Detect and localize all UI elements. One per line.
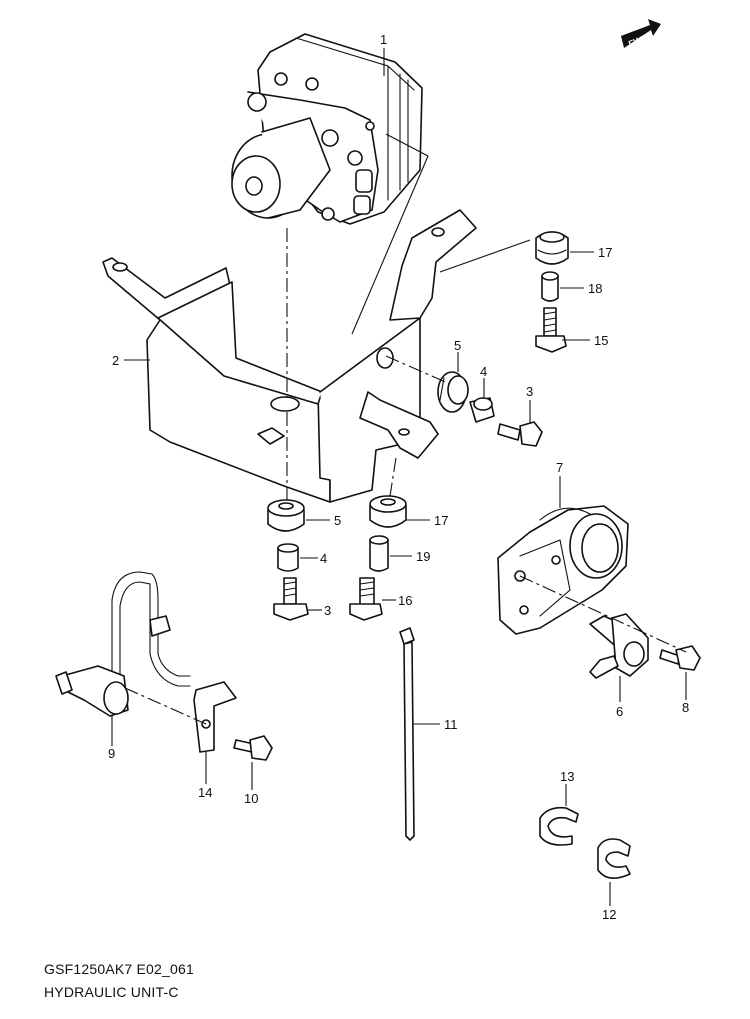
part-15-bolt xyxy=(535,307,567,353)
callout-5-right: 5 xyxy=(454,338,461,353)
callout-17-lower: 17 xyxy=(434,513,448,528)
callout-8: 8 xyxy=(682,700,689,715)
callout-4-right: 4 xyxy=(480,364,487,379)
part-17-grommet-lower xyxy=(369,495,407,528)
assembly-line-bracket-to-17 xyxy=(439,239,531,273)
callout-14: 14 xyxy=(198,785,212,800)
part-7-sensor-housing xyxy=(497,505,629,635)
part-4-collar-right xyxy=(469,397,495,423)
part-18-collar xyxy=(541,271,559,302)
callout-19: 19 xyxy=(416,549,430,564)
callout-12: 12 xyxy=(602,907,616,922)
part-9-sensor-with-hose xyxy=(55,571,191,717)
forward-direction-arrow-icon: FWD xyxy=(621,19,661,49)
callout-7: 7 xyxy=(556,460,563,475)
part-6-speed-sensor xyxy=(589,613,649,679)
callout-11: 11 xyxy=(444,717,458,732)
part-17-grommet-upper xyxy=(535,231,569,265)
callout-10: 10 xyxy=(244,791,258,806)
part-16-bolt xyxy=(349,577,383,621)
part-14-clamp xyxy=(193,681,237,753)
assembly-line-sensor-to-clamp xyxy=(124,687,207,725)
assembly-line-bracket-to-grommet-5 xyxy=(385,355,451,385)
callout-3-lower: 3 xyxy=(324,603,331,618)
callout-9: 9 xyxy=(108,746,115,761)
callout-3-right: 3 xyxy=(526,384,533,399)
callout-18: 18 xyxy=(588,281,602,296)
part-19-collar xyxy=(369,535,389,572)
callout-17-upper: 17 xyxy=(598,245,612,260)
assembly-line-bracket-to-grommet-17 xyxy=(389,457,397,497)
part-5-grommet-lower xyxy=(267,499,305,532)
callout-4-lower: 4 xyxy=(320,551,327,566)
callout-15: 15 xyxy=(594,333,608,348)
assembly-line-unit-mount-2 xyxy=(351,155,429,335)
diagram-model-code: GSF1250AK7 E02_061 xyxy=(44,961,194,977)
callout-6: 6 xyxy=(616,704,623,719)
leader-lines xyxy=(111,48,687,906)
assembly-line-unit-mount xyxy=(385,133,429,157)
part-10-bolt xyxy=(233,735,273,761)
part-2-mounting-bracket xyxy=(102,209,477,503)
callout-2: 2 xyxy=(112,353,119,368)
assembly-line-housing-to-bolt-8 xyxy=(519,575,687,653)
part-5-grommet-right xyxy=(437,371,469,413)
callout-1: 1 xyxy=(380,32,387,47)
part-11-cable-tie xyxy=(399,627,415,841)
part-13-hose-clip xyxy=(539,806,579,846)
part-3-bolt-right xyxy=(497,421,543,447)
callout-13: 13 xyxy=(560,769,574,784)
diagram-title: HYDRAULIC UNIT-C xyxy=(44,984,179,1000)
callout-5-lower: 5 xyxy=(334,513,341,528)
part-1-abs-hydraulic-unit xyxy=(231,33,423,225)
callout-16: 16 xyxy=(398,593,412,608)
part-4-collar-lower xyxy=(277,543,299,572)
part-12-hose-clip xyxy=(597,838,631,879)
part-3-bolt-lower xyxy=(273,577,309,621)
part-8-bolt xyxy=(659,645,701,671)
